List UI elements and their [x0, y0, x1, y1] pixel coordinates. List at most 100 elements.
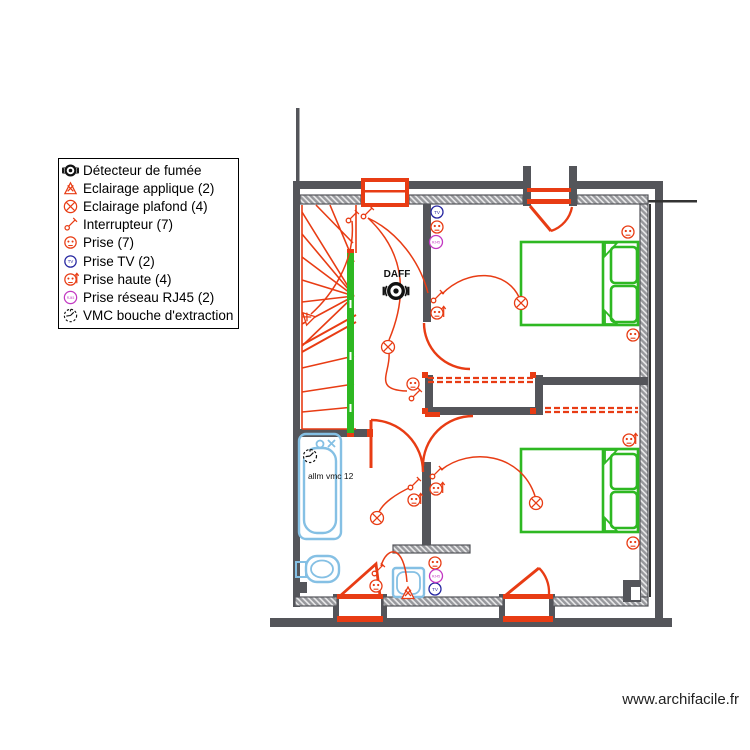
vmc-label: allm vmc 12 — [308, 471, 354, 481]
prise_haute-symbol — [623, 433, 638, 446]
bed-bedroom2 — [519, 447, 640, 534]
legend-row-interrupteur: Interrupteur (7) — [62, 216, 233, 234]
top-wall-outer-c — [577, 181, 663, 189]
prise-symbol — [627, 329, 639, 341]
prise_haute-icon — [62, 271, 79, 288]
prise_haute-symbol — [431, 306, 446, 319]
interrupteur-symbol — [345, 209, 360, 224]
chimney-flue — [631, 587, 640, 600]
bedrooms-divider-wall — [541, 377, 648, 385]
exterior-walls — [270, 108, 697, 627]
legend-row-prise: Prise (7) — [62, 234, 233, 252]
legend-row-prise_rj45: Prise réseau RJ45 (2) — [62, 288, 233, 306]
legend-row-prise_tv: Prise TV (2) — [62, 252, 233, 270]
duct-block-right — [535, 375, 543, 415]
detecteur-symbol — [381, 282, 411, 300]
beds — [519, 240, 640, 534]
eclairage_applique-symbol — [297, 307, 316, 326]
eclairage_plafond-icon — [63, 199, 78, 214]
insulated-wall-bands — [294, 194, 649, 607]
bathroom-bedroom2-wall — [422, 462, 431, 545]
window-top — [361, 178, 409, 207]
bedroom2-door-arc — [421, 414, 474, 467]
eclairage_plafond-symbol — [528, 495, 544, 511]
watermark: www.archifacile.fr — [622, 691, 739, 708]
legend-row-vmc: VMC bouche d'extraction — [62, 307, 233, 325]
prise_rj45-symbol — [428, 234, 444, 250]
prise_haute-symbol — [408, 493, 423, 506]
bathroom-door-arc — [370, 418, 425, 473]
landing-bedroom1-wall — [423, 204, 431, 322]
interrupteur-symbol — [360, 205, 375, 220]
legend-label: VMC bouche d'extraction — [83, 308, 234, 324]
bed-bedroom1 — [519, 240, 640, 327]
top-door-jamb-right — [569, 166, 577, 206]
prise_rj45-icon — [63, 290, 78, 305]
prise-symbol — [627, 537, 639, 549]
bottom-door2-jamb-left — [499, 594, 505, 623]
prise_rj45-symbol — [428, 568, 444, 584]
prise_tv-symbol — [428, 582, 442, 596]
prise-symbol — [622, 226, 634, 238]
duct-block-left — [425, 375, 433, 415]
bottom-wall-outer — [270, 618, 672, 627]
toilet — [295, 554, 341, 584]
left-exterior-wall — [293, 181, 300, 607]
eclairage_plafond-symbol — [369, 510, 385, 526]
right-wall-outer — [655, 181, 663, 627]
eclairage_plafond-symbol — [513, 295, 529, 311]
legend-label: Détecteur de fumée — [83, 162, 202, 178]
bottom-door2-jamb-right — [549, 594, 555, 623]
detecteur-icon — [62, 164, 79, 177]
bottom-door2-leaf — [505, 566, 540, 597]
legend-label: Prise réseau RJ45 (2) — [83, 289, 215, 305]
prise_tv-symbol — [430, 205, 444, 219]
stair-guardrail — [347, 249, 354, 437]
legend-label: Interrupteur (7) — [83, 217, 174, 233]
eclairage_plafond-symbol — [380, 339, 396, 355]
legend-row-eclairage_applique: Eclairage applique (2) — [62, 179, 233, 197]
prise-symbol — [407, 378, 419, 390]
interrupteur-icon — [64, 217, 78, 231]
roof-edge-line — [648, 200, 697, 203]
interrupteur-symbol — [430, 289, 445, 304]
vmc-symbol — [302, 448, 318, 464]
legend-label: Prise (7) — [83, 235, 135, 251]
legend-row-detecteur: Détecteur de fumée — [62, 161, 233, 179]
daff-label: DAFF — [384, 269, 411, 280]
interrupteur-symbol — [407, 476, 422, 491]
eclairage_applique-symbol — [401, 586, 415, 600]
top-wall-outer-b — [409, 181, 523, 189]
bottom-left-pillar — [298, 582, 307, 593]
prise-symbol — [431, 221, 443, 233]
bottom-door2-arc — [538, 567, 551, 595]
dashed-partition-lines — [428, 376, 638, 414]
prise-symbol — [370, 580, 382, 592]
sanitary-fixtures — [295, 432, 426, 599]
bottom-door1-jamb-left — [333, 594, 339, 623]
prise-symbol — [429, 557, 441, 569]
prise_tv-icon — [64, 254, 77, 268]
legend-row-eclairage_plafond: Eclairage plafond (4) — [62, 197, 233, 215]
top-wall-outer-a — [293, 181, 361, 189]
top-door-jamb-left — [523, 166, 531, 206]
vmc-icon — [63, 308, 78, 323]
right-wall-inner-line — [649, 204, 651, 597]
eclairage_applique-icon — [64, 182, 77, 195]
electrical-wires — [310, 217, 536, 583]
left-wall-upper-line — [296, 108, 300, 182]
prise_haute-symbol — [430, 482, 445, 495]
bedroom1-door-arc — [422, 322, 471, 371]
legend-row-prise_haute: Prise haute (4) — [62, 270, 233, 288]
legend-label: Eclairage plafond (4) — [83, 198, 208, 214]
door-swings — [336, 205, 574, 598]
duct-block-bottom — [425, 407, 543, 415]
bottom-door1-jamb-right — [381, 594, 387, 623]
legend-label: Eclairage applique (2) — [83, 180, 215, 196]
legend-label: Prise haute (4) — [83, 271, 172, 287]
bathtub — [297, 432, 343, 541]
legend-label: Prise TV (2) — [83, 253, 155, 269]
